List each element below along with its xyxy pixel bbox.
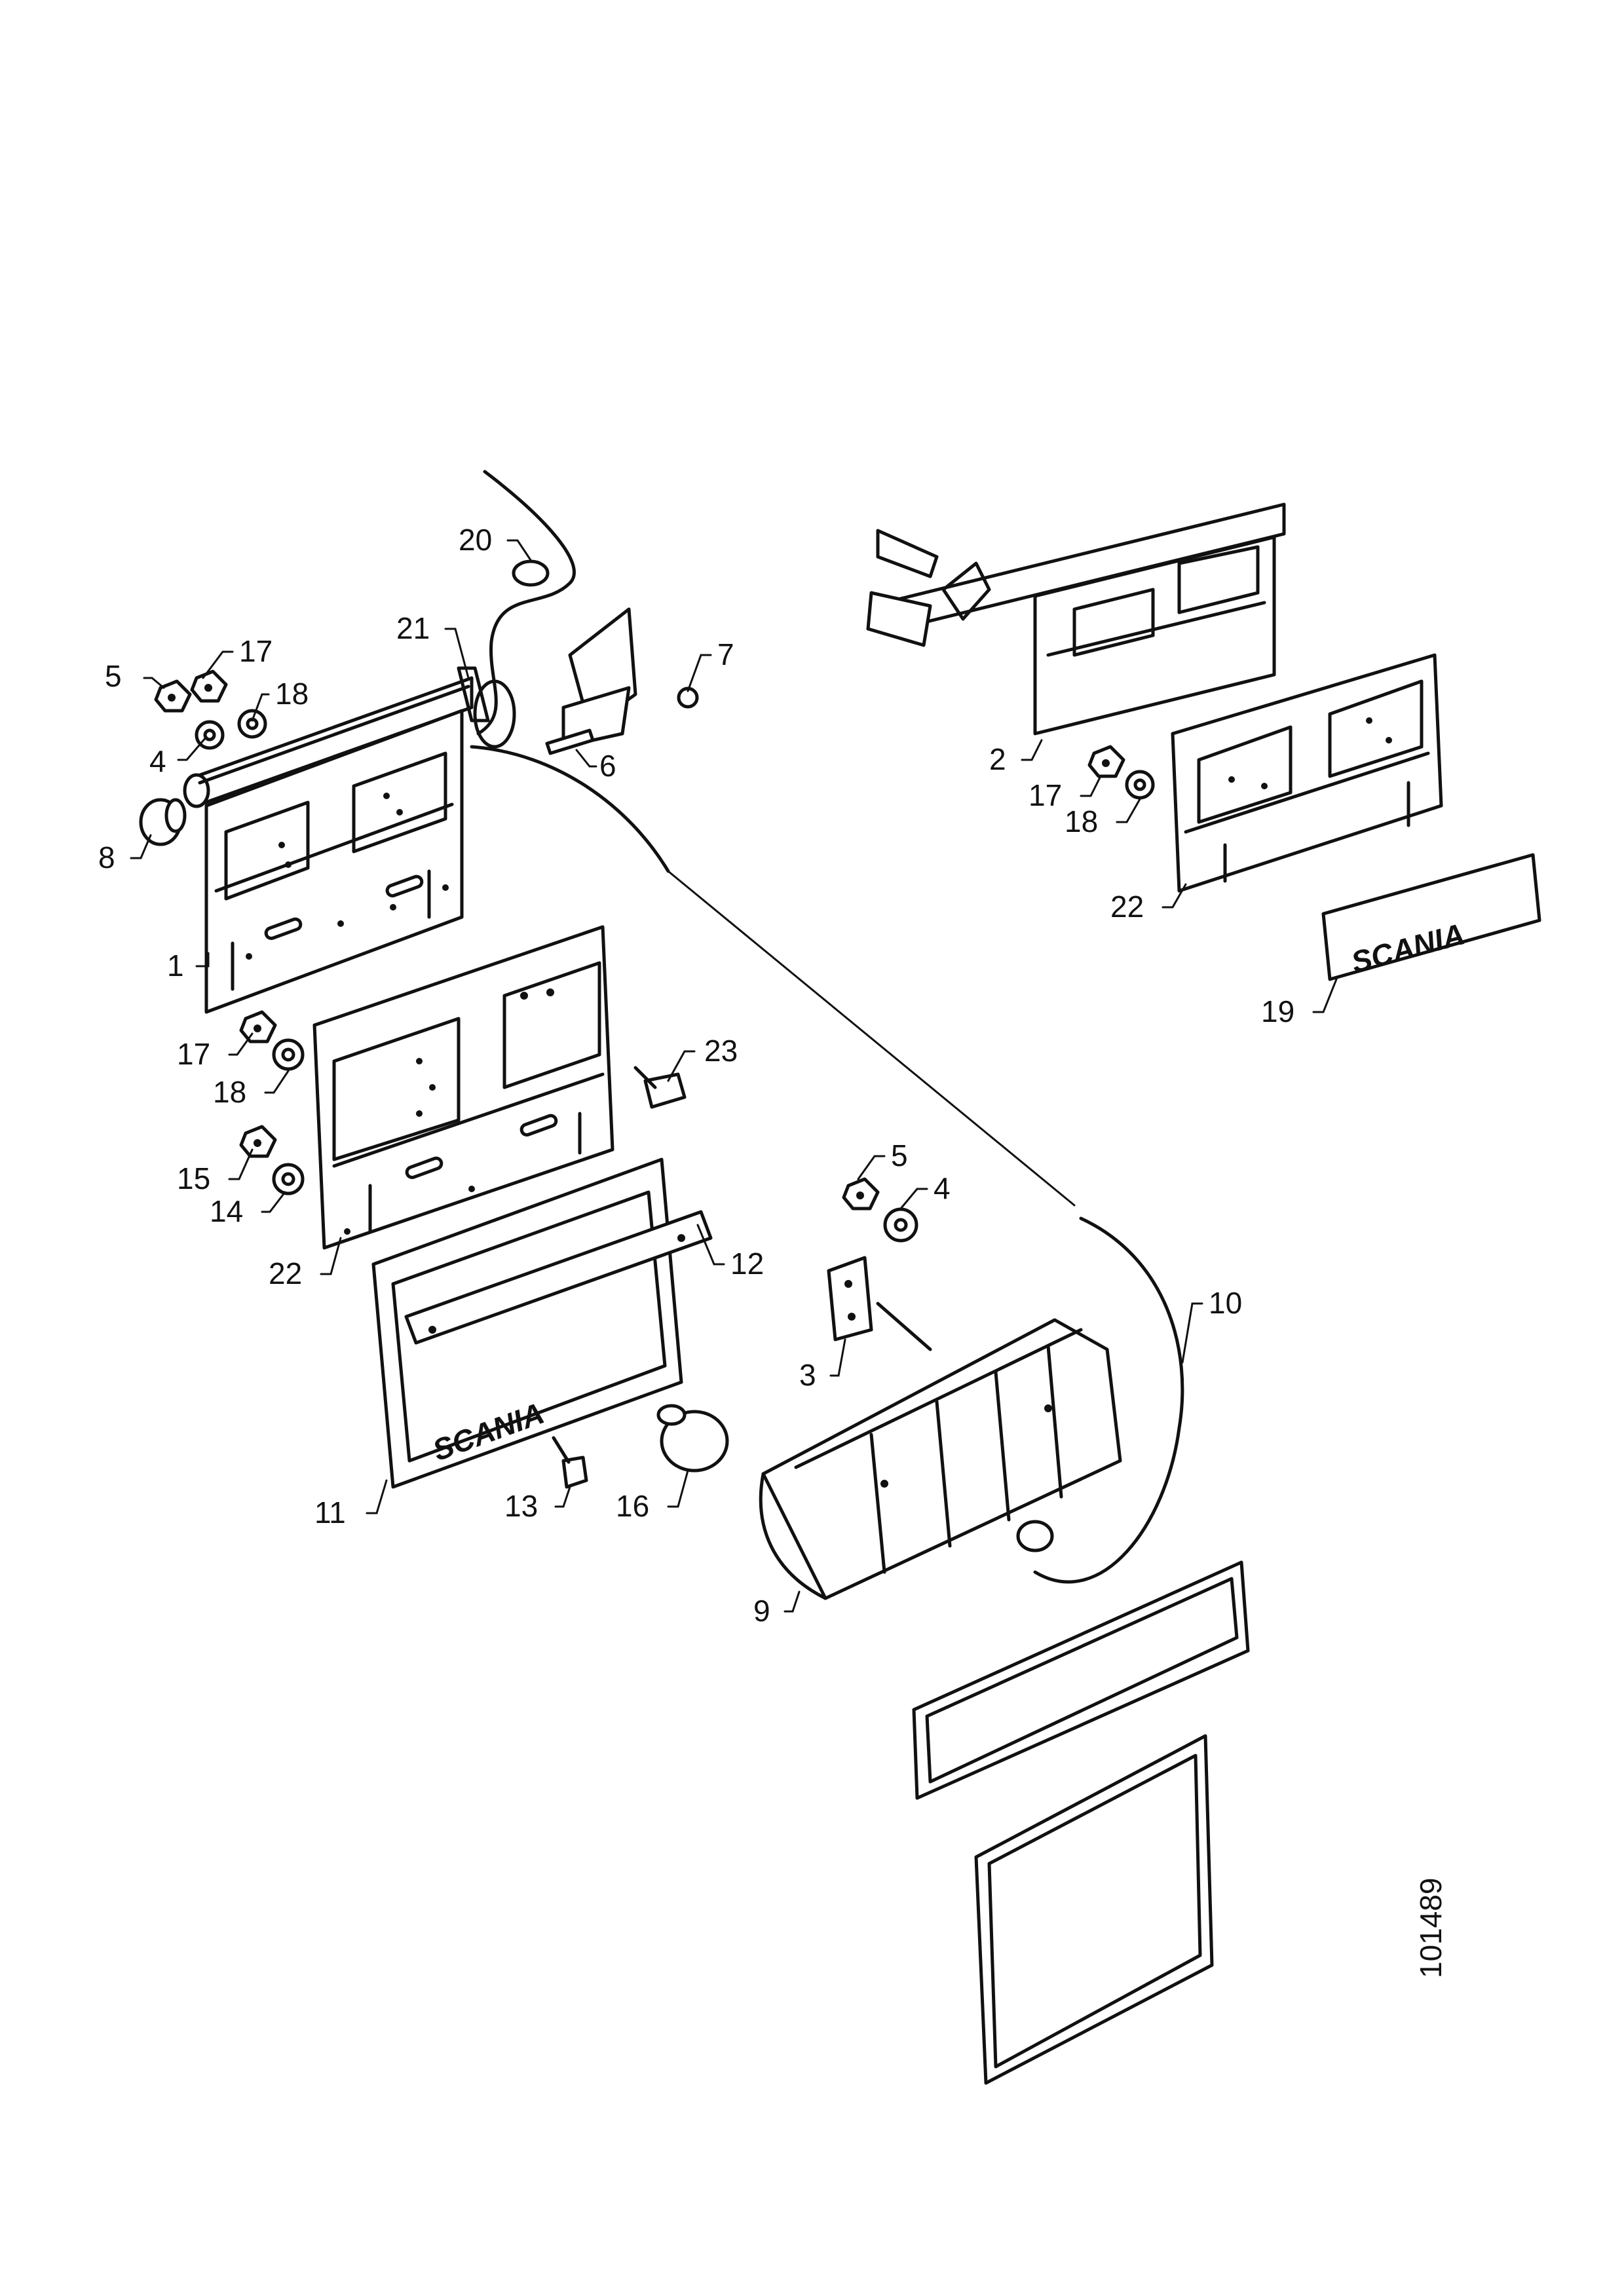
bolt-23 xyxy=(633,1066,687,1109)
callout-5-center: 5 xyxy=(891,1138,908,1173)
callout-18-left-top: 18 xyxy=(275,677,309,711)
holder-3 xyxy=(827,1256,932,1351)
callout-10: 10 xyxy=(1209,1286,1242,1320)
cable-upper xyxy=(476,470,576,736)
nut-17-left-mid xyxy=(239,1010,277,1043)
bracket-plate-1 xyxy=(204,709,464,1014)
reflector-16 xyxy=(656,1404,729,1473)
callout-17-left-top: 17 xyxy=(239,634,273,668)
callout-12: 12 xyxy=(730,1247,764,1281)
callout-labels: 1 2 3 4 4 5 5 6 7 8 9 10 11 12 13 14 15 … xyxy=(98,523,1294,1628)
callout-18-right: 18 xyxy=(1065,804,1098,838)
support-bracket xyxy=(473,607,637,749)
callout-6: 6 xyxy=(599,749,616,783)
callout-17-right: 17 xyxy=(1029,778,1062,812)
cable-to-lamp xyxy=(470,745,670,873)
washer-4-center xyxy=(883,1207,918,1243)
callout-3: 3 xyxy=(799,1358,816,1392)
washer-14 xyxy=(272,1163,305,1195)
callout-4-left: 4 xyxy=(149,744,166,778)
mounting-bar-right xyxy=(866,502,1286,647)
callout-18-left-mid: 18 xyxy=(213,1075,246,1109)
grommet-20 xyxy=(512,559,550,587)
callout-19: 19 xyxy=(1261,994,1294,1028)
rear-lamp-9 xyxy=(759,1318,1122,1600)
callout-14: 14 xyxy=(210,1194,243,1228)
nut-17-right xyxy=(1087,745,1125,778)
callout-17-left-mid: 17 xyxy=(177,1037,210,1071)
bracket-plate-22-right xyxy=(1171,653,1443,893)
callout-22-left: 22 xyxy=(269,1256,302,1290)
leader-lines xyxy=(130,539,1338,1613)
callout-1: 1 xyxy=(167,949,184,983)
nut-15 xyxy=(239,1125,277,1158)
nut-17-left-top xyxy=(190,669,228,703)
mounting-bar-left xyxy=(183,676,474,808)
callout-2: 2 xyxy=(989,742,1006,776)
callout-7: 7 xyxy=(717,637,734,671)
strip-12 xyxy=(404,1210,713,1345)
callout-23: 23 xyxy=(704,1034,738,1068)
callout-13: 13 xyxy=(504,1489,538,1523)
callout-4-center: 4 xyxy=(934,1171,951,1205)
scania-badge-19: SCANIA xyxy=(1321,853,1541,981)
callout-21: 21 xyxy=(396,611,430,645)
washer-18-left-top xyxy=(237,709,267,739)
callout-15: 15 xyxy=(177,1161,210,1195)
bracket-plate-22-left xyxy=(312,925,614,1250)
bolt-6 xyxy=(545,728,595,755)
cable-lamp-feed xyxy=(1033,1216,1184,1584)
callout-16: 16 xyxy=(616,1489,649,1523)
plug-8 xyxy=(139,798,187,846)
nut-5-center xyxy=(842,1177,880,1211)
callout-5-left: 5 xyxy=(105,659,122,693)
callout-9: 9 xyxy=(753,1594,770,1628)
nut-5-left xyxy=(154,679,192,713)
cable-clip-21 xyxy=(457,666,490,723)
washer-18-left-mid xyxy=(272,1038,305,1071)
license-plate-gasket xyxy=(974,1734,1214,2085)
drawing-number: 101489 xyxy=(1414,1878,1448,1979)
bracket-plate-2 xyxy=(1033,535,1276,736)
bolt-13 xyxy=(552,1436,588,1489)
license-plate-frame xyxy=(912,1560,1250,1800)
cable-dashed-link xyxy=(667,870,1076,1207)
callout-11: 11 xyxy=(314,1495,346,1530)
callout-8: 8 xyxy=(98,840,115,874)
callout-22-right: 22 xyxy=(1110,890,1144,924)
washer-18-right xyxy=(1125,770,1155,800)
callout-20: 20 xyxy=(459,523,492,557)
